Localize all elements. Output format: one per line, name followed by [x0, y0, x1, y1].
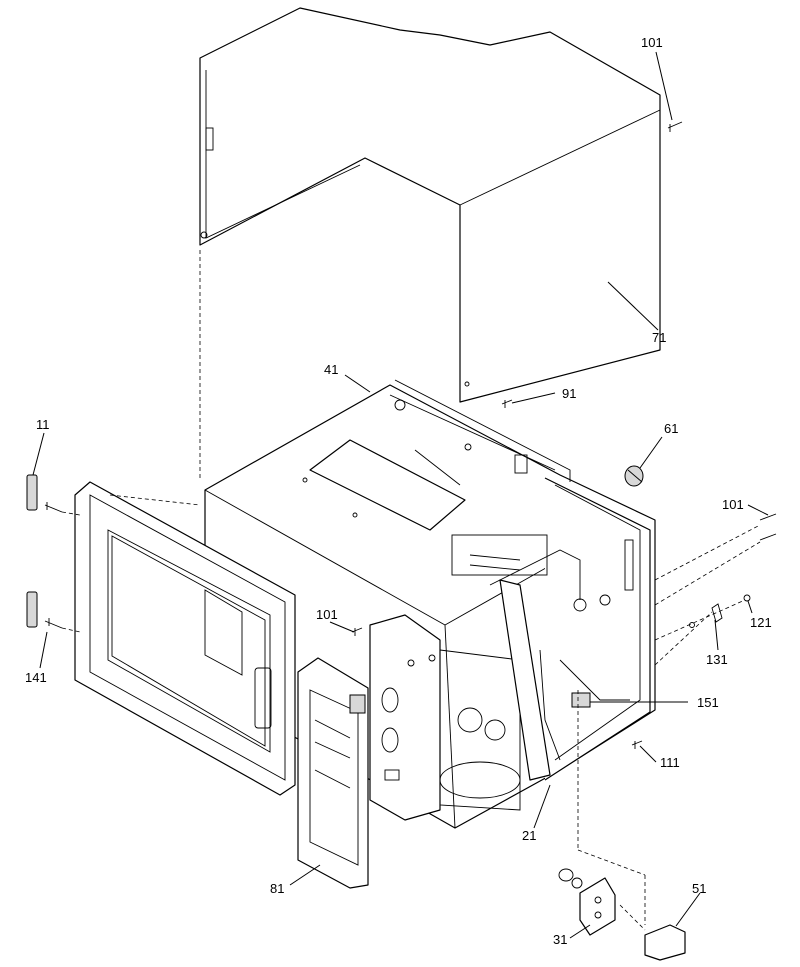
callout-131: 131 [706, 652, 728, 667]
callout-31: 31 [553, 932, 567, 947]
door-assembly [74, 481, 296, 796]
callout-101-top: 101 [641, 35, 663, 50]
callout-151: 151 [697, 695, 719, 710]
callout-141: 141 [25, 670, 47, 685]
callout-labels: 11 141 41 101 71 91 61 101 121 131 151 1… [25, 35, 772, 947]
callout-111: 111 [660, 755, 680, 770]
thermostat-part [624, 465, 644, 487]
callout-101-mid: 101 [316, 607, 338, 622]
callout-21: 21 [522, 828, 536, 843]
callout-81: 81 [270, 881, 284, 896]
callout-91: 91 [562, 386, 576, 401]
callout-11: 11 [36, 417, 50, 432]
callout-101-right: 101 [722, 497, 744, 512]
callout-41: 41 [324, 362, 338, 377]
fasteners [351, 121, 777, 749]
control-panel-fascia [297, 657, 369, 889]
latch-parts [26, 474, 81, 633]
callout-51: 51 [692, 881, 706, 896]
outer-cabinet-wrapper [199, 7, 661, 480]
callout-71: 71 [652, 330, 666, 345]
leader-lines [32, 51, 769, 939]
lower-bracket-parts [558, 690, 686, 961]
control-panel-bracket [369, 614, 441, 821]
callout-61: 61 [664, 421, 678, 436]
callout-121: 121 [750, 615, 772, 630]
